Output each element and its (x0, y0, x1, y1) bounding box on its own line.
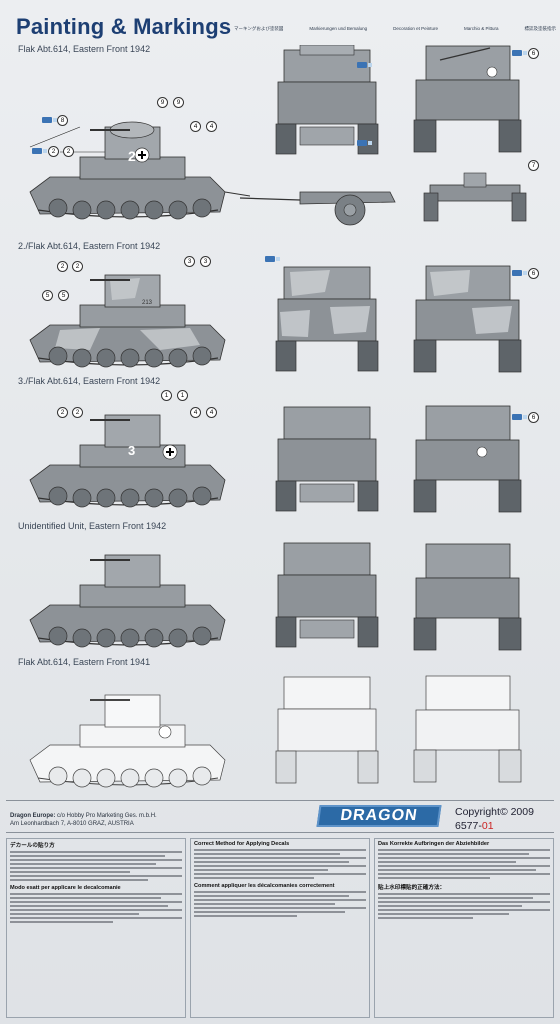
decal-callout: 9 (173, 97, 184, 108)
decal-callout: 6 (528, 48, 539, 59)
decal-callout: 7 (528, 160, 539, 171)
decal-tag-icon (42, 117, 57, 123)
instructions-heading-jp: デカールの貼り方 (10, 843, 55, 849)
footer-divider (6, 800, 554, 801)
instructions-heading-de: Das Korrekte Aufbringen der Abziehbilder (378, 841, 490, 847)
decal-tag-icon (512, 50, 527, 56)
scheme-4-side-view (29, 554, 226, 648)
decal-tag-icon (32, 148, 47, 154)
decal-callout: 3 (184, 256, 195, 267)
decal-callout: 6 (528, 412, 539, 423)
scheme-4-label: Unidentified Unit, Eastern Front 1942 (18, 521, 167, 531)
scheme-2-rear-view (413, 265, 522, 373)
lang-cn: 標誌及塗裝指示 (524, 26, 556, 31)
lang-de: Markierungen und Bemalung (309, 26, 368, 31)
company-name: Dragon Europe: (10, 813, 56, 819)
scheme-2-front-view (275, 266, 379, 372)
decal-callout: 5 (58, 290, 69, 301)
scheme-2-turret-number: 213 (142, 300, 153, 306)
scheme-5-front-view (275, 676, 379, 784)
instructions-heading-cn: 貼上水印標貼的正確方法： (378, 884, 446, 891)
page-title: Painting & Markings (16, 14, 232, 39)
lang-it: Marchio & Pittura (463, 26, 499, 31)
decal-callout: 1 (161, 390, 172, 401)
scheme-2-label: 2./Flak Abt.614, Eastern Front 1942 (18, 241, 161, 251)
decal-callout: 4 (206, 407, 217, 418)
decal-callout: 4 (190, 407, 201, 418)
company-address: Dragon Europe: c/o Hobby Pro Marketing G… (10, 812, 157, 828)
decal-tag-icon (265, 256, 280, 262)
decal-callout: 9 (157, 97, 168, 108)
trailer-rear-view (423, 172, 527, 222)
company-detail: c/o Hobby Pro Marketing Ges. m.b.H. (55, 813, 157, 819)
decal-callout: 2 (57, 261, 68, 272)
scheme-5-side-view (29, 694, 226, 788)
scheme-5-label: Flak Abt.614, Eastern Front 1941 (18, 657, 151, 667)
scheme-3-side-view (29, 414, 226, 508)
scheme-4-rear-view (413, 543, 522, 651)
scheme-3-turret-number: 3 (128, 443, 136, 458)
scheme-1-label: Flak Abt.614, Eastern Front 1942 (18, 44, 151, 54)
lang-jp: マーキングおよび塗装図 (234, 26, 284, 31)
decal-tag-icon (512, 270, 527, 276)
instructions-col-en-fr: Correct Method for Applying Decals Comme… (190, 838, 370, 1018)
instructions-heading-en: Correct Method for Applying Decals (194, 841, 290, 847)
decal-callout: 8 (57, 115, 68, 126)
decal-callout: 2 (72, 261, 83, 272)
instructions-heading-it: Modo esatt per applicare le decalcomanie (10, 884, 121, 891)
language-headers: マーキングおよび塗装図 Markierungen und Bemalung De… (234, 26, 556, 32)
code-suffix: 01 (481, 820, 494, 832)
scheme-1-side-view (29, 121, 250, 220)
scheme-3-rear-view (413, 405, 522, 513)
decal-callout: 4 (190, 121, 201, 132)
decal-callout: 2 (57, 407, 68, 418)
scheme-3-front-view (275, 406, 379, 512)
scheme-4-front-view (275, 542, 379, 648)
decal-instructions: デカールの貼り方 Modo esatt per applicare le dec… (6, 838, 554, 1018)
lang-fr: Decoration et Peinture (393, 26, 438, 31)
decal-callout: 1 (177, 390, 188, 401)
scheme-1-front-view (275, 45, 379, 155)
instructions-col-jp-it: デカールの貼り方 Modo esatt per applicare le dec… (6, 838, 186, 1018)
decal-callout: 2 (48, 146, 59, 157)
decal-callout: 2 (72, 407, 83, 418)
decal-callout: 5 (42, 290, 53, 301)
code-prefix: 6577- (455, 820, 482, 832)
decal-tag-icon (357, 140, 372, 146)
company-street: Am Leonhardbach 7, A-8010 GRAZ, AUSTRIA (10, 821, 134, 827)
decal-callout: 6 (528, 268, 539, 279)
trailer-side-view (240, 191, 396, 226)
scheme-1-rear-view (413, 45, 522, 153)
copyright-text: Copyright© 2009 (455, 806, 534, 818)
decal-tag-icon (512, 414, 527, 420)
decal-callout: 2 (63, 146, 74, 157)
instructions-col-de-cn: Das Korrekte Aufbringen der Abziehbilder… (374, 838, 554, 1018)
scheme-2-side-view (29, 274, 226, 368)
dragon-logo: DRAGON (316, 805, 442, 827)
scheme-5-rear-view (413, 675, 522, 783)
product-code: 6577-01 (455, 820, 494, 832)
scheme-1-turret-number: 2 (128, 148, 136, 164)
scheme-3-label: 3./Flak Abt.614, Eastern Front 1942 (18, 376, 161, 386)
decal-callout: 3 (200, 256, 211, 267)
decal-tag-icon (357, 62, 372, 68)
decal-callout: 4 (206, 121, 217, 132)
instructions-divider (6, 832, 554, 833)
instructions-heading-fr: Comment appliquer les décalcomanies corr… (194, 882, 335, 889)
